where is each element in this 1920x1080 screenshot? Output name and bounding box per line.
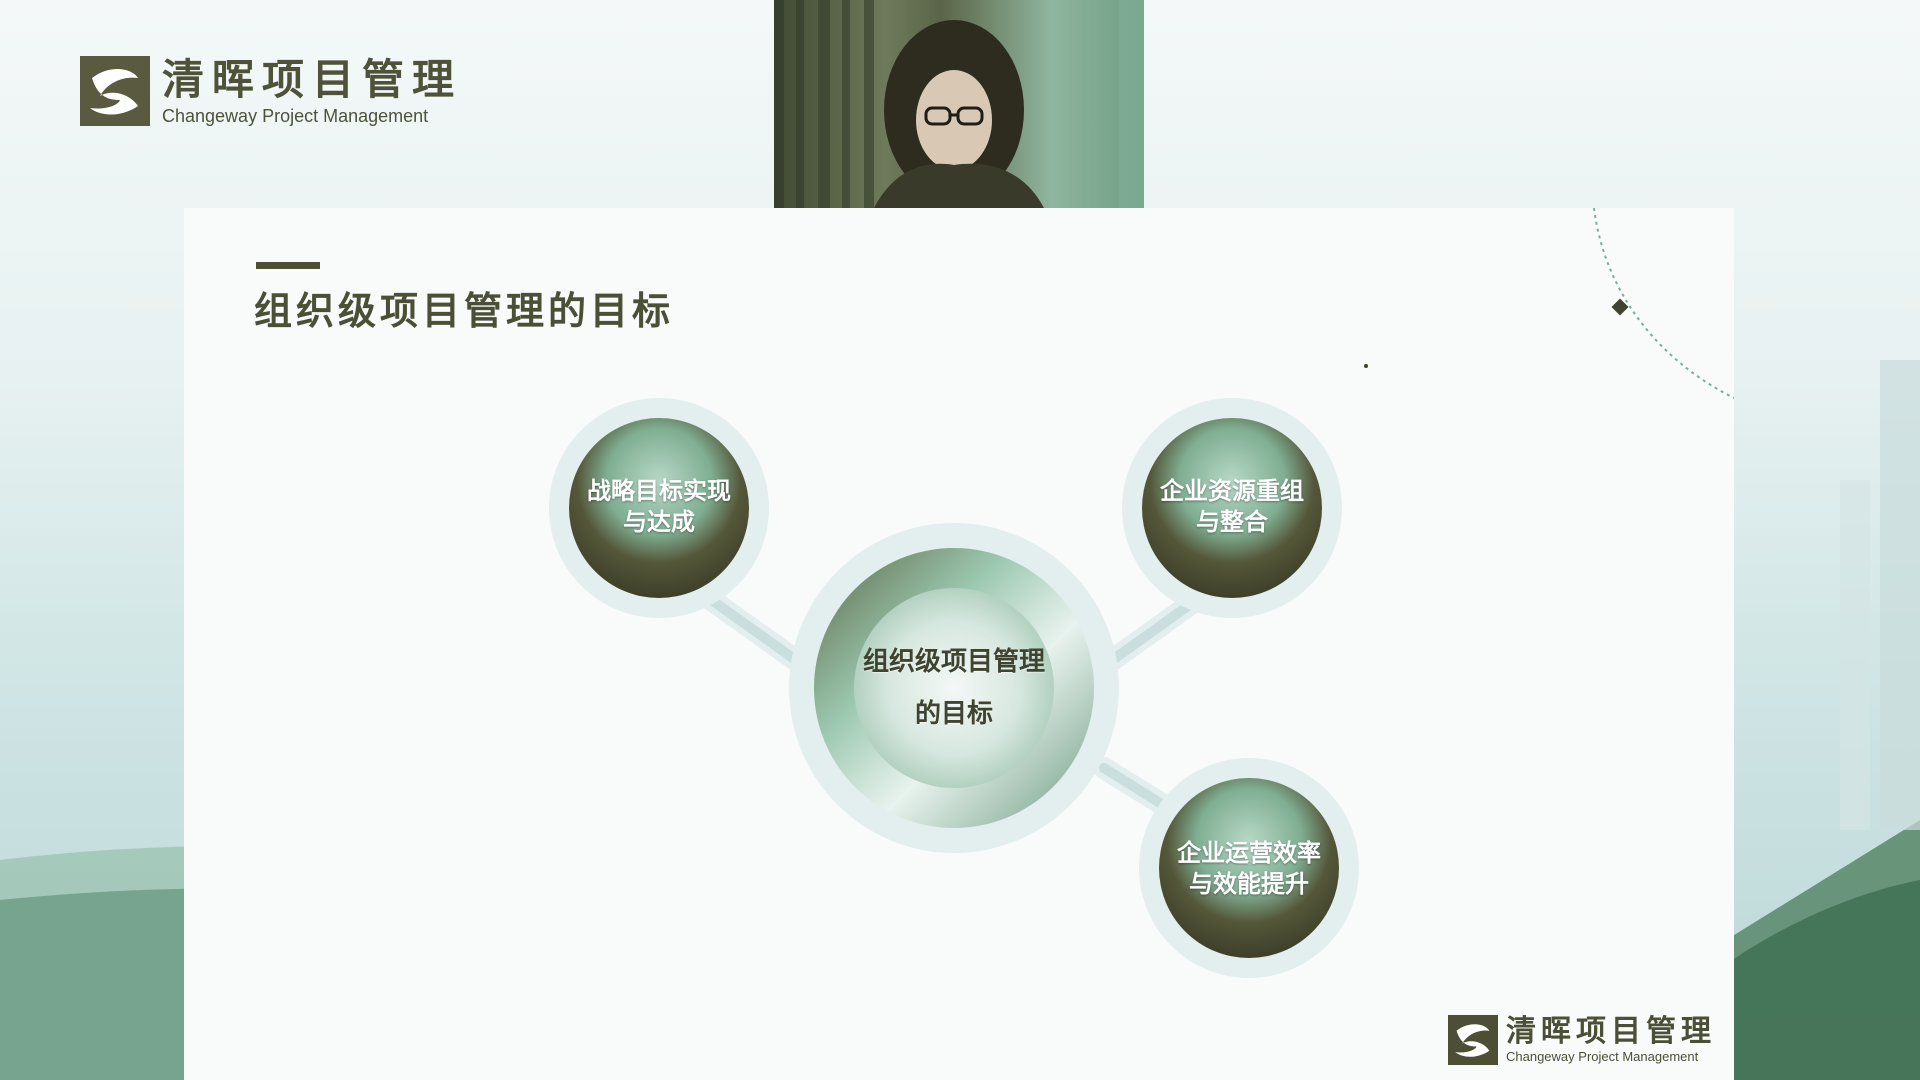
participant-video-feed: [774, 0, 1144, 208]
node-resources-line1: 企业资源重组: [1160, 477, 1304, 505]
brand-name-cn: 清晖项目管理: [162, 55, 463, 104]
slide-title: 组织级项目管理的目标: [254, 289, 675, 333]
center-label-line1: 组织级项目管理: [862, 647, 1045, 677]
title-accent-bar: [256, 262, 320, 269]
decorative-dot: [1364, 364, 1368, 368]
presentation-slide: 组织级项目管理的目标: [184, 208, 1734, 1080]
footer-brand-cn: 清晖项目管理: [1506, 1014, 1716, 1049]
decorative-arc: [1593, 208, 1734, 399]
node-strategy-line2: 与达成: [623, 508, 695, 536]
footer-brand-en: Changeway Project Management: [1506, 1049, 1699, 1064]
brand-logo: 清晖项目管理 Changeway Project Management: [80, 55, 462, 127]
center-label-line2: 的目标: [914, 699, 993, 729]
slide-footer-brand: 清晖项目管理 Changeway Project Management: [1448, 1015, 1716, 1065]
center-node-label: 组织级项目管理 的目标: [814, 636, 1094, 740]
node-resources-line2: 与整合: [1196, 508, 1268, 536]
node-efficiency-line2: 与效能提升: [1189, 870, 1309, 898]
goals-diagram: [549, 208, 1734, 978]
changeway-logo-icon: [80, 56, 150, 126]
brand-name-en: Changeway Project Management: [162, 106, 429, 126]
node-efficiency-label: 企业运营效率 与效能提升: [1149, 838, 1349, 900]
participant-video[interactable]: [774, 0, 1144, 208]
node-efficiency-line1: 企业运营效率: [1177, 839, 1321, 867]
node-resources-label: 企业资源重组 与整合: [1132, 476, 1332, 538]
node-strategy-label: 战略目标实现 与达成: [559, 476, 759, 538]
changeway-logo-icon: [1448, 1015, 1498, 1065]
node-strategy-line1: 战略目标实现: [587, 477, 731, 505]
